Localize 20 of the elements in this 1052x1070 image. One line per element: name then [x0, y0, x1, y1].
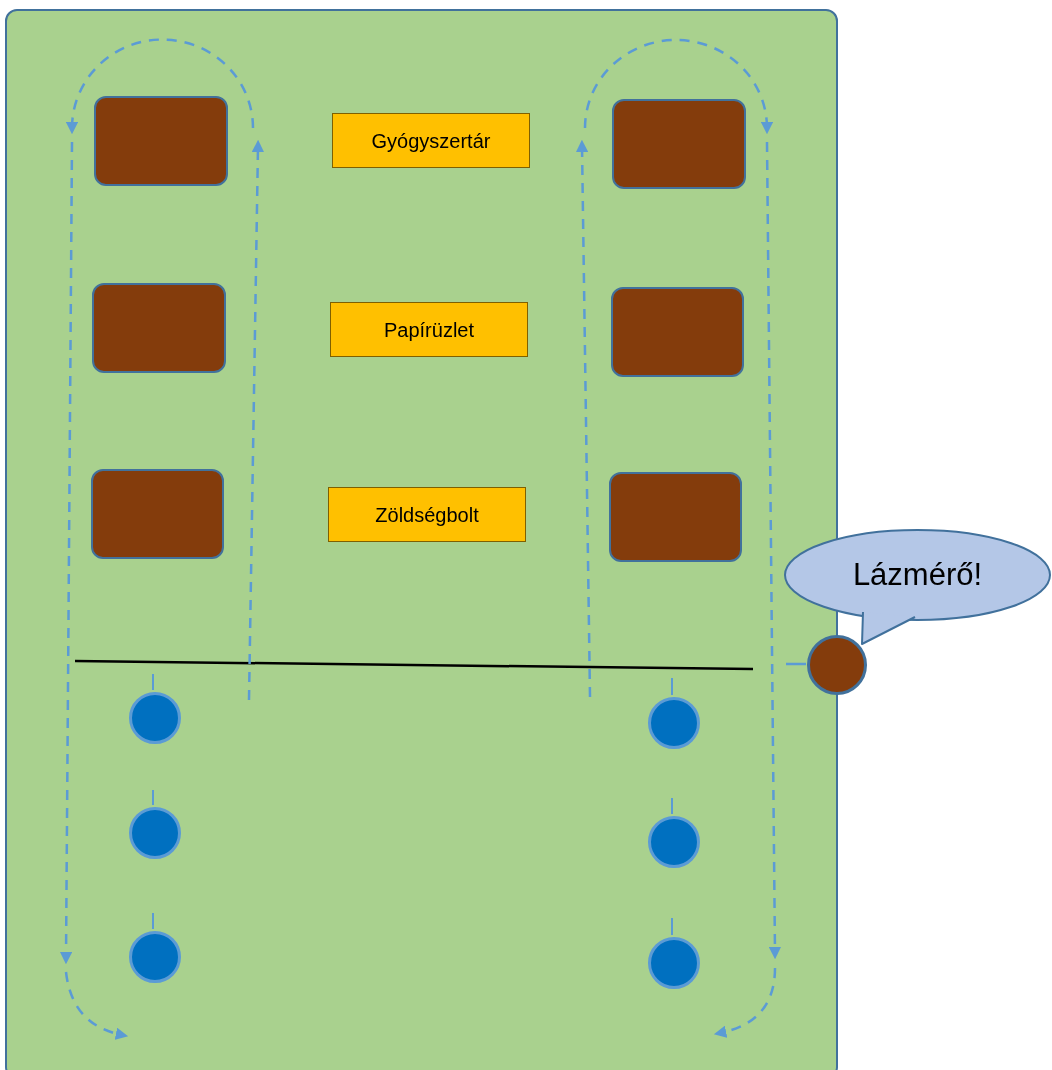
shelf-block: [609, 472, 742, 562]
person-marker: [129, 692, 181, 744]
shelf-block: [611, 287, 744, 377]
shelf-block: [94, 96, 228, 186]
shop-name: Zöldségbolt: [375, 502, 479, 528]
person-marker: [648, 816, 700, 868]
shelf-block: [612, 99, 746, 189]
person-marker: [648, 937, 700, 989]
speech-text: Lázmérő!: [852, 555, 983, 594]
person-marker: [648, 697, 700, 749]
shelf-block: [92, 283, 226, 373]
shelf-block: [91, 469, 224, 559]
shop-sign: [330, 302, 528, 357]
shop-name: Gyógyszertár: [371, 128, 491, 154]
shop-sign: [332, 113, 530, 168]
shop-sign: [328, 487, 526, 542]
person-marker: [129, 807, 181, 859]
person-marker: [129, 931, 181, 983]
floor-area: [5, 9, 838, 1070]
shop-name: Papírüzlet: [383, 317, 475, 343]
